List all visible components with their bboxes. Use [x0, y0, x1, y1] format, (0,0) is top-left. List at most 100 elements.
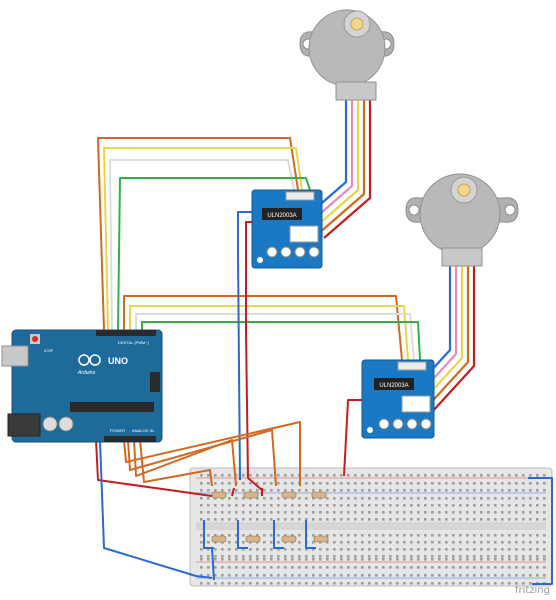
breadboard-hole [256, 548, 259, 551]
breadboard-hole [235, 518, 238, 521]
breadboard-hole [277, 534, 280, 537]
breadboard-hole [382, 574, 385, 577]
breadboard-hole [536, 518, 539, 521]
breadboard-hole [305, 511, 308, 514]
breadboard-hole [312, 518, 315, 521]
breadboard-hole [410, 511, 413, 514]
chip-label: ULN2003A [379, 383, 408, 389]
breadboard-hole [536, 511, 539, 514]
breadboard-hole [480, 489, 483, 492]
breadboard-hole [235, 566, 238, 569]
breadboard-hole [284, 555, 287, 558]
breadboard-hole [368, 504, 371, 507]
breadboard-hole [354, 548, 357, 551]
breadboard-hole [354, 489, 357, 492]
breadboard-hole [270, 574, 273, 577]
breadboard-hole [389, 518, 392, 521]
breadboard-hole [403, 482, 406, 485]
breadboard-hole [242, 555, 245, 558]
breadboard-hole [291, 582, 294, 585]
breadboard-hole [361, 482, 364, 485]
breadboard-hole [340, 482, 343, 485]
breadboard-hole [375, 548, 378, 551]
breadboard-hole [368, 566, 371, 569]
breadboard-hole [235, 489, 238, 492]
breadboard-hole [466, 504, 469, 507]
breadboard-hole [249, 566, 252, 569]
breadboard-hole [487, 482, 490, 485]
svg-text:UNO: UNO [108, 356, 128, 366]
svg-text:DIGITAL (PWM~): DIGITAL (PWM~) [118, 340, 150, 345]
breadboard-hole [368, 541, 371, 544]
breadboard-hole [487, 558, 490, 561]
breadboard-hole [417, 534, 420, 537]
breadboard-hole [305, 555, 308, 558]
breadboard-hole [501, 582, 504, 585]
breadboard-hole [522, 518, 525, 521]
breadboard-hole [543, 518, 546, 521]
breadboard-hole [508, 582, 511, 585]
breadboard-hole [340, 474, 343, 477]
breadboard-hole [277, 474, 280, 477]
breadboard-hole [242, 582, 245, 585]
svg-text:POWER: POWER [110, 428, 125, 433]
breadboard-hole [522, 566, 525, 569]
breadboard-hole [354, 574, 357, 577]
resistor [245, 535, 261, 543]
breadboard-hole [515, 497, 518, 500]
breadboard-hole [515, 504, 518, 507]
breadboard-hole [333, 482, 336, 485]
breadboard-hole [207, 534, 210, 537]
breadboard-hole [361, 555, 364, 558]
breadboard-hole [403, 504, 406, 507]
breadboard-hole [333, 504, 336, 507]
breadboard-hole [207, 482, 210, 485]
breadboard-hole [291, 474, 294, 477]
breadboard-hole [263, 518, 266, 521]
wire-blue [305, 520, 316, 549]
breadboard-hole [487, 534, 490, 537]
breadboard-hole [466, 497, 469, 500]
breadboard-hole [270, 497, 273, 500]
breadboard-hole [515, 474, 518, 477]
breadboard-hole [284, 474, 287, 477]
breadboard-hole [438, 474, 441, 477]
breadboard-hole [291, 518, 294, 521]
breadboard-hole [214, 504, 217, 507]
breadboard-hole [529, 482, 532, 485]
breadboard-hole [487, 555, 490, 558]
breadboard-hole [270, 582, 273, 585]
breadboard-hole [501, 518, 504, 521]
breadboard-hole [431, 497, 434, 500]
breadboard-hole [263, 504, 266, 507]
breadboard-hole [536, 534, 539, 537]
driver-board-2: ULN2003A [361, 359, 435, 439]
wire-yellow [103, 147, 303, 331]
wire-red [245, 221, 263, 491]
breadboard-hole [459, 541, 462, 544]
breadboard-hole [529, 504, 532, 507]
breadboard-hole [487, 574, 490, 577]
atmega-chip [70, 402, 154, 412]
breadboard-hole [347, 489, 350, 492]
breadboard-hole [522, 555, 525, 558]
breadboard-hole [228, 566, 231, 569]
wire-orange [127, 429, 277, 487]
breadboard-hole [347, 541, 350, 544]
breadboard-hole [431, 534, 434, 537]
breadboard-hole [235, 548, 238, 551]
breadboard-hole [466, 582, 469, 585]
breadboard-hole [431, 489, 434, 492]
breadboard-hole [452, 504, 455, 507]
breadboard-hole [473, 474, 476, 477]
breadboard-hole [466, 474, 469, 477]
breadboard-hole [459, 534, 462, 537]
breadboard-hole [396, 482, 399, 485]
breadboard-hole [403, 534, 406, 537]
breadboard-hole [235, 582, 238, 585]
breadboard-hole [256, 574, 259, 577]
breadboard-hole [459, 482, 462, 485]
breadboard-hole [305, 474, 308, 477]
breadboard-hole [459, 558, 462, 561]
wire-orange [123, 295, 403, 361]
